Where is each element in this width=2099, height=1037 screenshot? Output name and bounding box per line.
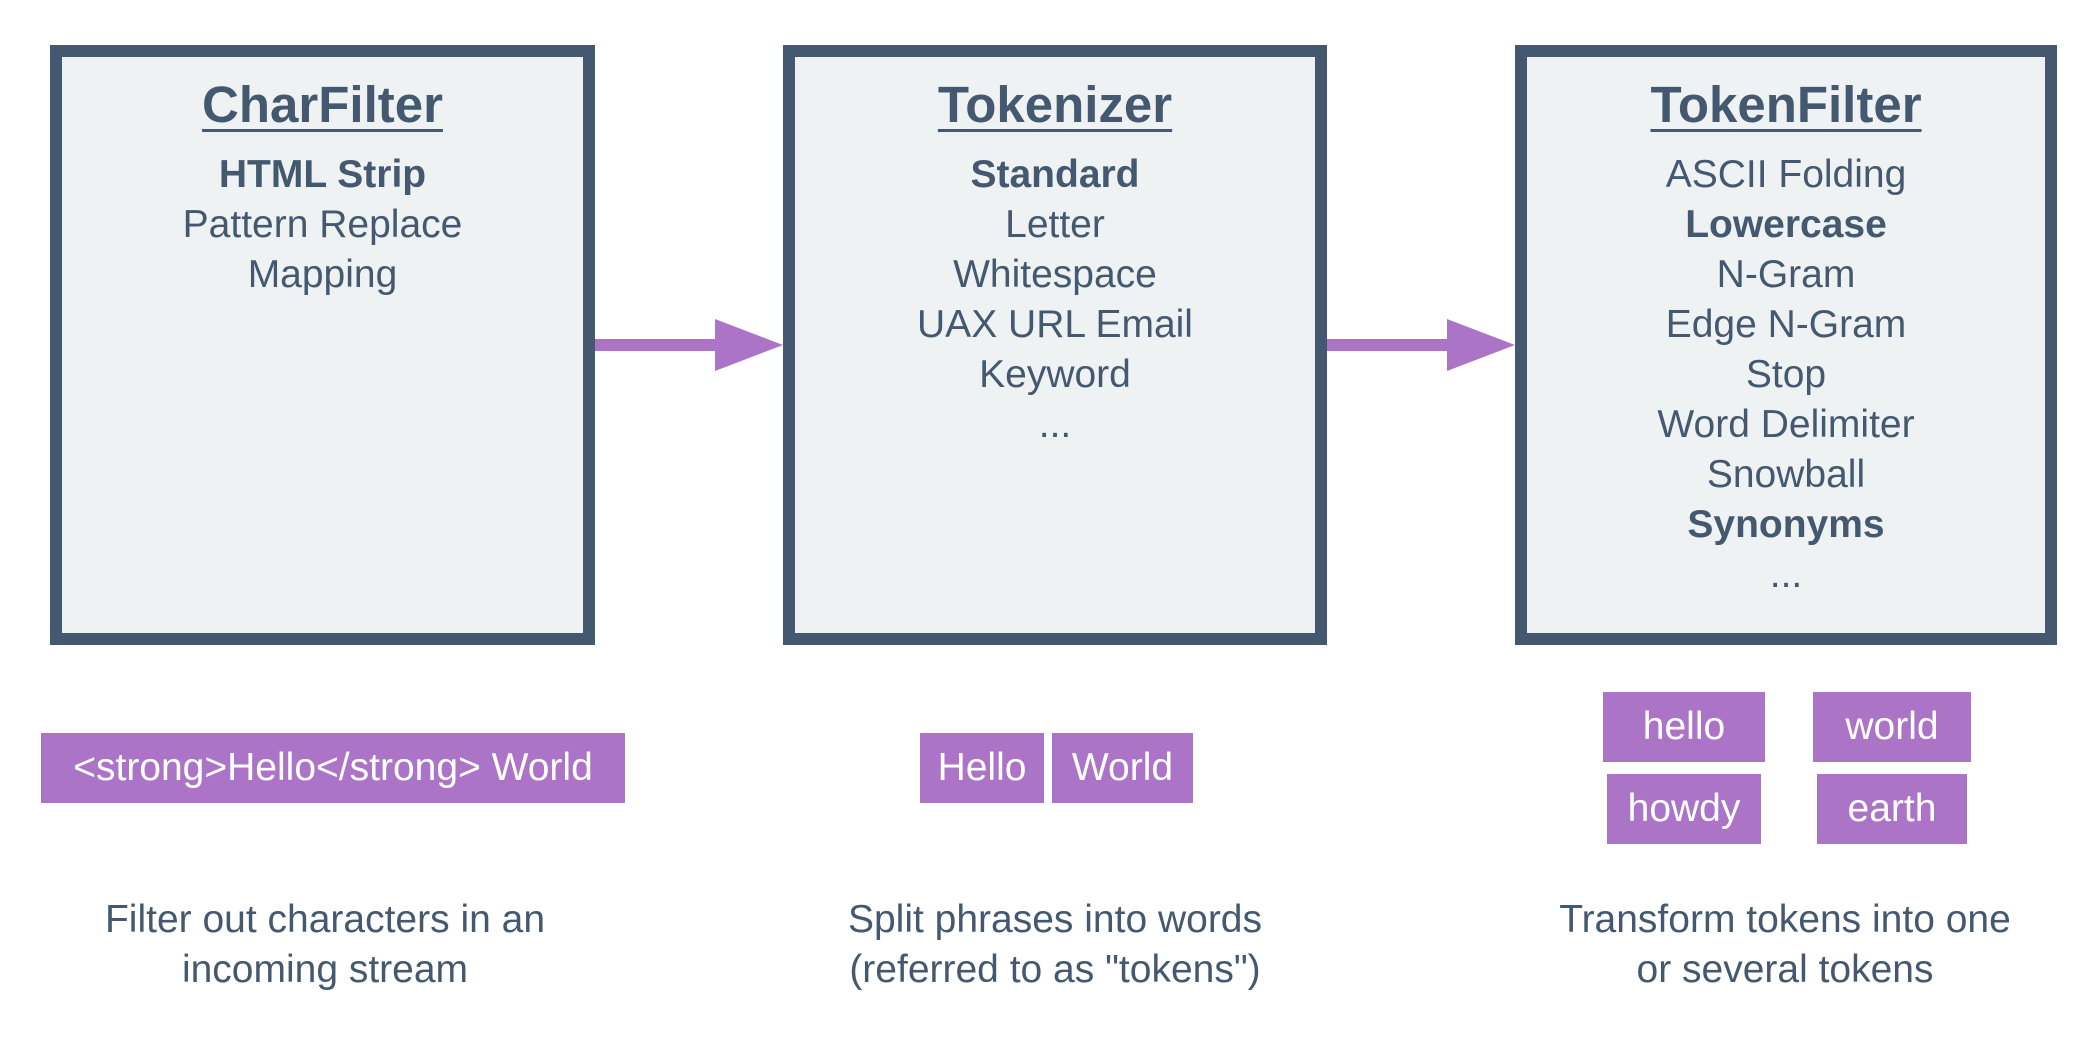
tokenfilter-list: ASCII Folding Lowercase N-Gram Edge N-Gr… bbox=[1527, 150, 2045, 600]
tokenfilter-item: Lowercase bbox=[1685, 203, 1887, 246]
tokenfilter-item: Synonyms bbox=[1687, 503, 1885, 546]
tokenfilter-item: Edge N-Gram bbox=[1665, 303, 1907, 346]
charfilter-example-input: <strong>Hello</strong> World bbox=[41, 733, 625, 803]
charfilter-title: CharFilter bbox=[202, 76, 443, 133]
caption-line: incoming stream bbox=[181, 948, 469, 991]
charfilter-item: Mapping bbox=[247, 253, 398, 296]
caption-line: Filter out characters in an bbox=[104, 898, 546, 941]
tokenfilter-item: ... bbox=[1769, 553, 1803, 596]
tokenfilter-token: earth bbox=[1817, 774, 1967, 844]
arrow-charfilter-to-tokenizer-icon bbox=[595, 319, 783, 371]
arrow-tokenizer-to-tokenfilter-icon bbox=[1327, 319, 1515, 371]
tokenizer-item: UAX URL Email bbox=[917, 303, 1193, 346]
tokenizer-item: Keyword bbox=[979, 353, 1131, 396]
charfilter-item: HTML Strip bbox=[218, 153, 427, 196]
tokenizer-token: Hello bbox=[920, 733, 1044, 803]
caption-line: Transform tokens into one bbox=[1559, 898, 2011, 941]
tokenizer-token: World bbox=[1052, 733, 1193, 803]
caption-line: or several tokens bbox=[1636, 948, 1934, 991]
tokenfilter-item: Stop bbox=[1745, 353, 1827, 396]
tokenfilter-token: hello bbox=[1603, 692, 1765, 762]
tokenizer-box: Tokenizer Standard Letter Whitespace UAX… bbox=[783, 45, 1327, 645]
charfilter-caption: Filter out characters in an incoming str… bbox=[0, 895, 650, 995]
tokenfilter-box: TokenFilter ASCII Folding Lowercase N-Gr… bbox=[1515, 45, 2057, 645]
tokenizer-title: Tokenizer bbox=[937, 76, 1173, 133]
tokenfilter-title: TokenFilter bbox=[1650, 76, 1922, 133]
tokenfilter-item: Snowball bbox=[1706, 453, 1866, 496]
caption-line: Split phrases into words bbox=[847, 898, 1263, 941]
charfilter-box: CharFilter HTML Strip Pattern Replace Ma… bbox=[50, 45, 595, 645]
tokenfilter-item: ASCII Folding bbox=[1665, 153, 1907, 196]
tokenfilter-item: Word Delimiter bbox=[1657, 403, 1915, 446]
tokenfilter-token: world bbox=[1813, 692, 1971, 762]
charfilter-item: Pattern Replace bbox=[182, 203, 463, 246]
tokenfilter-item: N-Gram bbox=[1716, 253, 1856, 296]
tokenizer-caption: Split phrases into words (referred to as… bbox=[740, 895, 1370, 995]
tokenfilter-token: howdy bbox=[1607, 774, 1761, 844]
tokenizer-item: ... bbox=[1038, 403, 1072, 446]
tokenfilter-caption: Transform tokens into one or several tok… bbox=[1470, 895, 2099, 995]
tokenizer-item: Standard bbox=[970, 153, 1140, 196]
charfilter-list: HTML Strip Pattern Replace Mapping bbox=[62, 150, 583, 300]
caption-line: (referred to as "tokens") bbox=[849, 948, 1261, 991]
tokenizer-item: Letter bbox=[1005, 203, 1105, 246]
tokenizer-list: Standard Letter Whitespace UAX URL Email… bbox=[795, 150, 1315, 450]
tokenizer-item: Whitespace bbox=[953, 253, 1157, 296]
